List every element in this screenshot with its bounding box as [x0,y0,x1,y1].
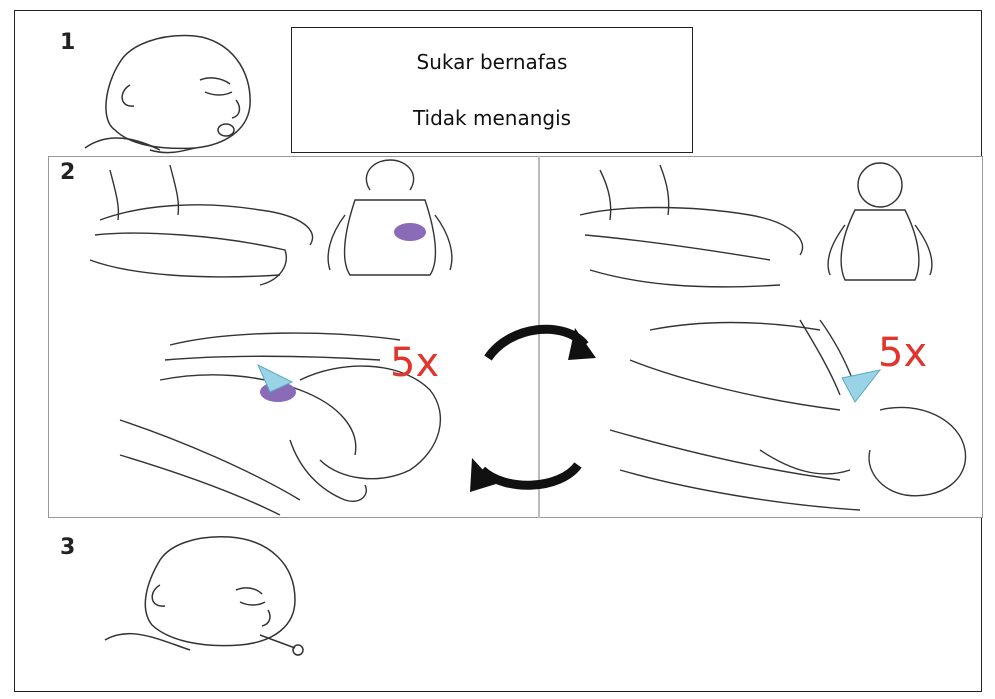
step-3-infant-recovered-illustration [0,0,995,699]
